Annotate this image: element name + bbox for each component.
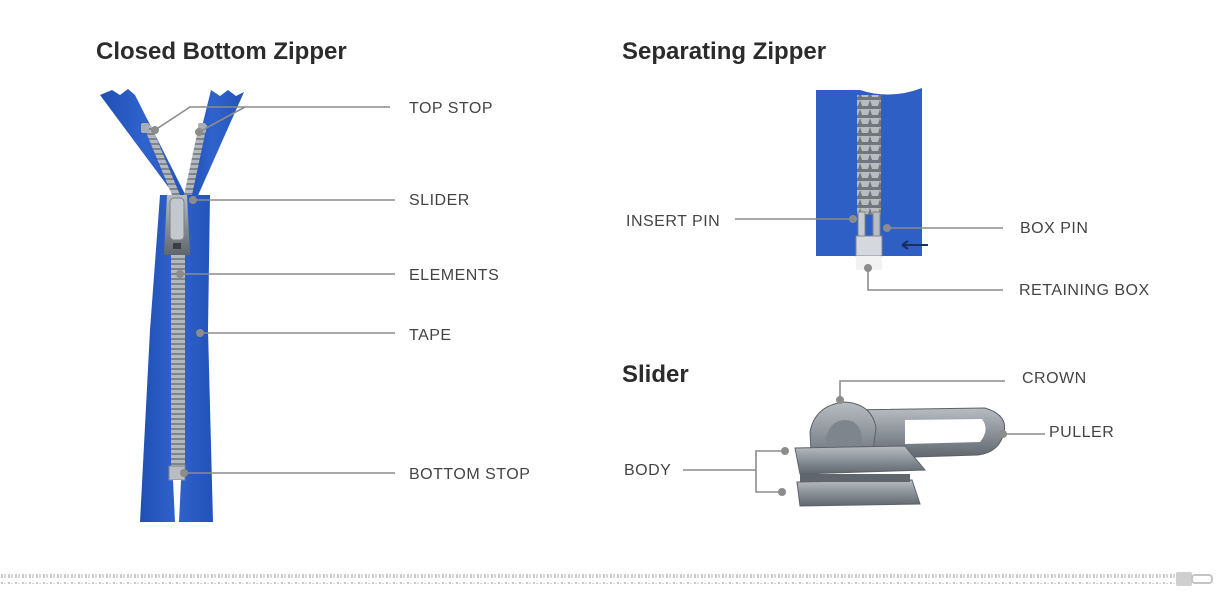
slider-illustration — [794, 401, 1006, 507]
separating-leader-lines — [735, 218, 1003, 291]
box-pin-shape — [872, 211, 881, 239]
insert-pin-shape — [857, 211, 866, 239]
label-box-pin: BOX PIN — [1020, 220, 1089, 237]
elements-closed-chain — [171, 200, 185, 468]
tape-right-arm — [184, 90, 244, 200]
slider-leader-dots — [778, 396, 1007, 496]
closed-bottom-leader-lines — [154, 106, 395, 474]
label-retaining-box: RETAINING BOX — [1019, 282, 1150, 299]
label-tape: TAPE — [409, 327, 452, 344]
separating-zipper-illustration — [816, 88, 928, 270]
arrow-indicator — [901, 240, 928, 250]
closed-bottom-zipper-illustration — [100, 89, 244, 522]
label-puller: PULLER — [1049, 424, 1115, 441]
label-slider: SLIDER — [409, 192, 470, 209]
decorative-zipper-strip — [0, 572, 1213, 586]
label-elements: ELEMENTS — [409, 267, 500, 284]
separating-leader-dots — [849, 215, 891, 272]
strip-slider — [1176, 572, 1192, 586]
elements-left-open — [143, 125, 180, 195]
body-gap — [800, 474, 910, 482]
label-bottom-stop: BOTTOM STOP — [409, 466, 531, 483]
closed-bottom-leader-dots — [151, 126, 204, 477]
closed-bottom-zipper-title: Closed Bottom Zipper — [96, 38, 347, 65]
body-upper — [794, 445, 927, 475]
bottom-strip — [856, 256, 882, 270]
strip-puller — [1191, 574, 1213, 584]
slider-puller — [169, 197, 185, 241]
separating-elements — [857, 95, 881, 215]
slider-title: Slider — [622, 361, 689, 388]
label-body: BODY — [624, 462, 672, 479]
tape-bottom-notch — [173, 480, 181, 522]
elements-right-open — [184, 125, 207, 195]
slider-leader-lines — [683, 380, 1045, 493]
puller-hole — [905, 419, 986, 444]
body-lower — [796, 479, 921, 507]
retaining-box-shape — [855, 235, 883, 257]
separating-zipper-title: Separating Zipper — [622, 38, 827, 65]
label-crown: CROWN — [1022, 370, 1087, 387]
label-insert-pin: INSERT PIN — [626, 213, 721, 230]
slider-logo — [173, 243, 181, 249]
top-stop-left — [141, 123, 149, 133]
label-top-stop: TOP STOP — [409, 100, 494, 117]
